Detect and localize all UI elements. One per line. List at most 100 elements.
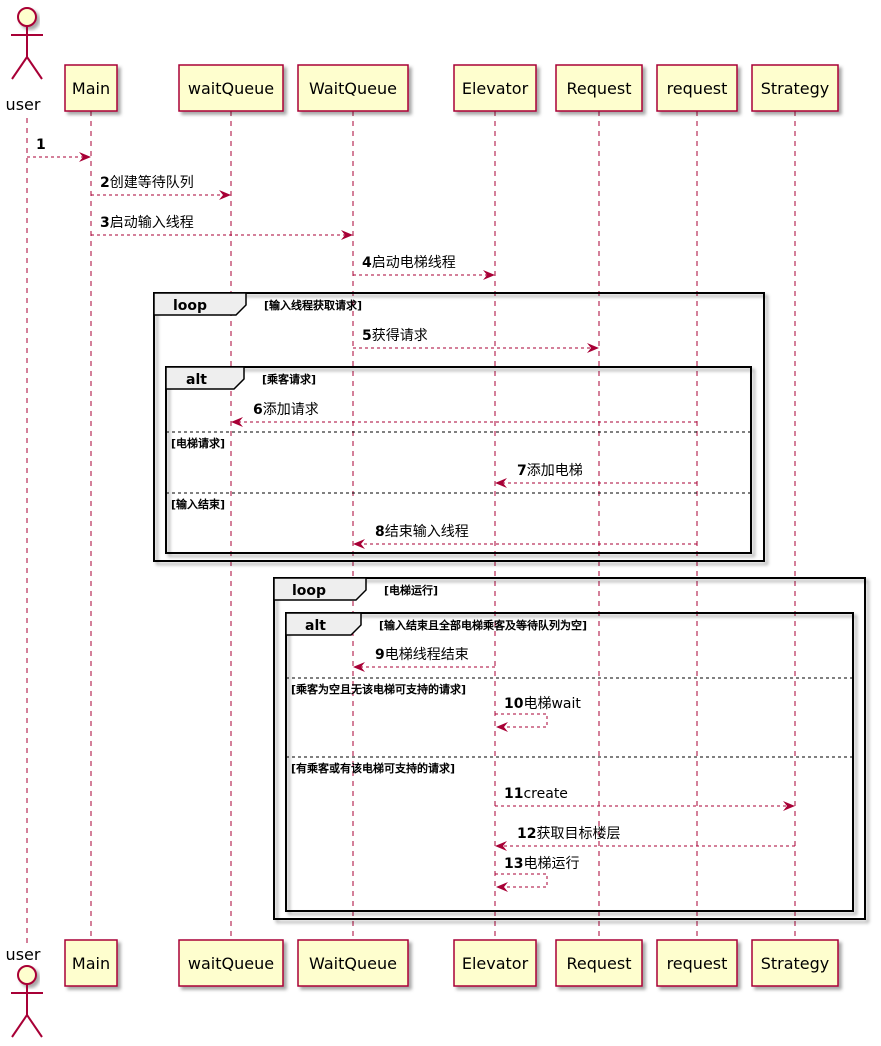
participant-box-top: request — [656, 64, 738, 112]
message-text: 电梯运行 — [523, 856, 579, 872]
participant-box-bottom: request — [656, 939, 738, 987]
participant-label: Strategy — [761, 79, 830, 98]
participant-box-bottom: WaitQueue — [297, 939, 409, 987]
message-number: 1 — [36, 137, 46, 153]
message-7: 7添加电梯 — [495, 463, 697, 488]
else-guard: [乘客为空且无该电梯可支持的请求] — [291, 682, 466, 696]
message-label: 9电梯线程结束 — [375, 647, 469, 663]
participant-label: Main — [72, 79, 110, 98]
message-arrow — [495, 713, 548, 732]
message-label: 3启动输入线程 — [100, 215, 194, 231]
else-guard: [有乘客或有该电梯可支持的请求] — [291, 761, 455, 775]
frame-keyword: loop — [173, 298, 207, 314]
message-10: 10电梯wait — [495, 696, 581, 732]
frame-loop-3: loop [电梯运行] — [273, 577, 866, 920]
message-text: 获得请求 — [372, 327, 428, 344]
message-12: 12获取目标楼层 — [495, 826, 795, 851]
message-text: 结束输入线程 — [385, 524, 469, 540]
frame-alt-2: alt [乘客请求] [电梯请求] [输入结束] — [165, 366, 752, 554]
message-text: 创建等待队列 — [110, 174, 194, 191]
frame-alt-4: alt [输入结束且全部电梯乘客及等待队列为空] [乘客为空且无该电梯可支持的请求]… — [285, 612, 854, 912]
participant-label: Request — [567, 954, 632, 973]
else-guard: [电梯请求] — [171, 436, 225, 450]
participant-label: Main — [72, 954, 110, 973]
participant-box-top: WaitQueue — [297, 64, 409, 112]
participant-box-top: Strategy — [751, 64, 839, 112]
participant-label: waitQueue — [188, 79, 274, 98]
actor-icon-top — [11, 7, 43, 80]
frame-keyword: alt — [305, 618, 326, 634]
frame-guard: [输入结束且全部电梯乘客及等待队列为空] — [379, 618, 587, 632]
actor-icon-bottom — [11, 965, 43, 1038]
frame-keyword: alt — [186, 372, 207, 388]
participant-label: Strategy — [761, 954, 830, 973]
participant-label: Elevator — [462, 954, 529, 973]
participant-label-top: user — [6, 95, 41, 114]
participant-box-bottom: Request — [555, 939, 643, 987]
message-number: 3 — [100, 215, 110, 231]
message-label: 13电梯运行 — [504, 856, 579, 872]
message-number: 9 — [375, 647, 385, 663]
message-text: 启动电梯线程 — [372, 255, 456, 271]
participant-label-bottom: user — [6, 945, 41, 964]
messages: 12创建等待队列3启动输入线程4启动电梯线程5获得请求6添加请求7添加电梯8结束… — [27, 137, 795, 892]
message-text: 电梯wait — [523, 696, 581, 712]
participant-box-bottom: Elevator — [453, 939, 537, 987]
message-text: 添加请求 — [263, 402, 319, 418]
participant-box-top: Request — [555, 64, 643, 112]
message-4: 4启动电梯线程 — [353, 255, 495, 280]
message-arrow — [495, 873, 548, 892]
message-11: 11create — [495, 786, 795, 811]
message-label: 10电梯wait — [504, 696, 581, 712]
participant-box-top: Elevator — [453, 64, 537, 112]
message-label: 1 — [36, 137, 46, 153]
message-3: 3启动输入线程 — [91, 215, 353, 240]
participant-box-top: Main — [64, 64, 118, 112]
message-1: 1 — [27, 137, 91, 162]
message-number: 2 — [100, 175, 110, 191]
frame-guard: [乘客请求] — [262, 372, 316, 386]
participant-label: WaitQueue — [309, 954, 397, 973]
lifelines — [26, 111, 796, 944]
message-13: 13电梯运行 — [495, 856, 579, 892]
participant-label: Elevator — [462, 79, 529, 98]
message-number: 8 — [375, 524, 385, 540]
participant-label: request — [667, 79, 728, 98]
participant-box-bottom: Main — [64, 939, 118, 987]
message-label: 4启动电梯线程 — [362, 255, 456, 271]
participant-box-top: waitQueue — [178, 64, 284, 112]
message-2: 2创建等待队列 — [91, 174, 231, 200]
message-number: 10 — [504, 696, 524, 712]
participant-label: WaitQueue — [309, 79, 397, 98]
message-text: 启动输入线程 — [110, 215, 194, 231]
message-label: 12获取目标楼层 — [517, 826, 620, 842]
participant-label: Request — [567, 79, 632, 98]
participant-label: waitQueue — [188, 954, 274, 973]
frame-guard: [输入线程获取请求] — [264, 298, 362, 312]
message-text: 电梯线程结束 — [385, 647, 469, 663]
message-label: 2创建等待队列 — [100, 174, 194, 191]
message-6: 6添加请求 — [231, 402, 697, 427]
message-text: create — [523, 786, 567, 802]
message-label: 11create — [504, 786, 568, 802]
message-number: 12 — [517, 826, 536, 842]
message-number: 13 — [504, 856, 523, 872]
message-text: 添加电梯 — [527, 463, 583, 479]
message-number: 7 — [517, 463, 527, 479]
message-label: 6添加请求 — [253, 402, 319, 418]
message-text: 获取目标楼层 — [536, 826, 620, 842]
message-label: 8结束输入线程 — [375, 524, 469, 540]
message-label: 7添加电梯 — [517, 463, 583, 479]
frame-guard: [电梯运行] — [384, 583, 438, 597]
participant-heads: useruserMainMainwaitQueuewaitQueueWaitQu… — [6, 7, 839, 1038]
frame-keyword: loop — [292, 583, 326, 599]
message-8: 8结束输入线程 — [353, 524, 697, 549]
message-number: 5 — [362, 328, 372, 344]
combined-fragments: loop [输入线程获取请求] alt [乘客请求] [电梯请求] [输入结束] loop [… — [153, 292, 866, 920]
else-guard: [输入结束] — [171, 497, 225, 511]
participant-label: request — [667, 954, 728, 973]
message-9: 9电梯线程结束 — [353, 647, 495, 672]
message-number: 11 — [504, 786, 523, 802]
message-5: 5获得请求 — [353, 327, 599, 353]
